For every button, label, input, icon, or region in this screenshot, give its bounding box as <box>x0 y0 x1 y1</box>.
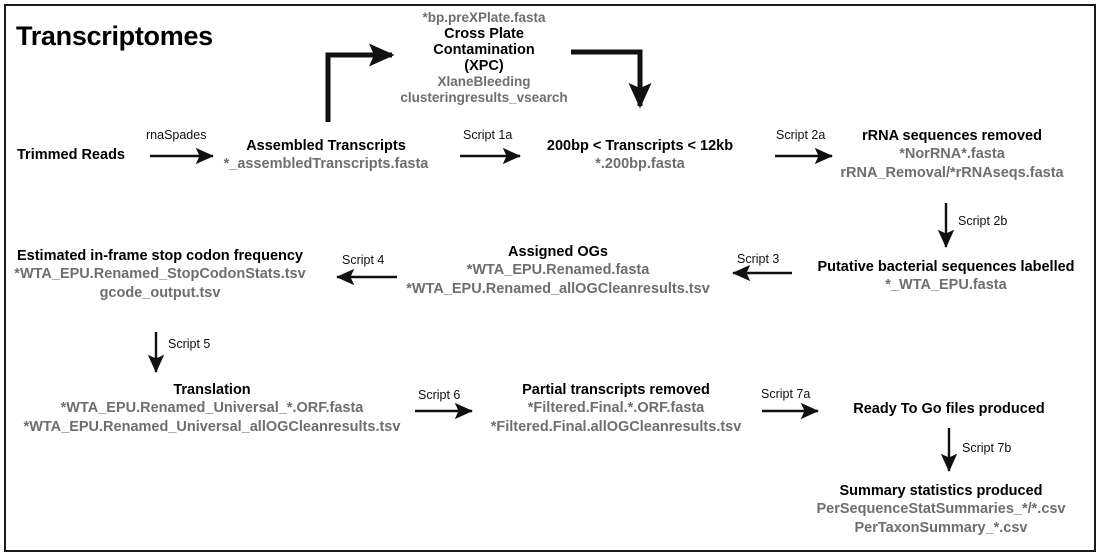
node-file-2: *Filtered.Final.allOGCleanresults.tsv <box>490 419 742 435</box>
node-file-1: *WTA_EPU.Renamed.fasta <box>466 262 650 278</box>
node-file-2: *WTA_EPU.Renamed_Universal_allOGCleanres… <box>23 419 401 435</box>
node-file-1: *WTA_EPU.Renamed_Universal_*.ORF.fasta <box>60 400 364 416</box>
edge-label-script7b: Script 7b <box>962 441 1012 455</box>
node-title-line-2: Contamination <box>433 42 535 58</box>
node-ready-to-go: Ready To Go files produced <box>853 401 1044 418</box>
node-title: Summary statistics produced <box>839 483 1043 499</box>
node-file-2: clusteringresults_vsearch <box>400 90 568 105</box>
node-assigned-ogs: Assigned OGs *WTA_EPU.Renamed.fasta *WTA… <box>406 244 710 299</box>
node-file-2: PerTaxonSummary_*.csv <box>854 520 1028 536</box>
node-file-2: *WTA_EPU.Renamed_allOGCleanresults.tsv <box>406 281 710 297</box>
edge-label-script2b: Script 2b <box>958 214 1008 228</box>
node-title: Putative bacterial sequences labelled <box>817 259 1075 275</box>
node-rrna-removed: rRNA sequences removed *NorRNA*.fasta rR… <box>840 128 1063 183</box>
page-title: Transcriptomes <box>16 21 213 51</box>
node-summary-statistics: Summary statistics produced PerSequenceS… <box>816 483 1065 538</box>
node-transcript-length-filter: 200bp < Transcripts < 12kb *.200bp.fasta <box>547 138 733 174</box>
node-file-1: PerSequenceStatSummaries_*/*.csv <box>816 501 1066 517</box>
node-title-line-3: (XPC) <box>464 58 504 74</box>
node-title: Assigned OGs <box>508 244 608 260</box>
edge-label-script5: Script 5 <box>168 337 211 351</box>
node-file-1: *Filtered.Final.*.ORF.fasta <box>527 400 705 416</box>
node-title: Trimmed Reads <box>17 147 125 163</box>
node-file-2: rRNA_Removal/*rRNAseqs.fasta <box>840 165 1064 181</box>
node-cross-plate-contamination: *bp.preXPlate.fasta Cross Plate Contamin… <box>400 10 567 106</box>
node-file: *_WTA_EPU.fasta <box>885 277 1007 293</box>
node-title: Estimated in-frame stop codon frequency <box>16 248 304 264</box>
edge-label-script2a: Script 2a <box>776 128 826 142</box>
node-file-1: *WTA_EPU.Renamed_StopCodonStats.tsv <box>14 266 306 282</box>
edge-label-script6: Script 6 <box>418 388 461 402</box>
node-translation: Translation *WTA_EPU.Renamed_Universal_*… <box>24 382 401 437</box>
node-stop-codon-frequency: Estimated in-frame stop codon frequency … <box>14 248 305 303</box>
node-file: *.200bp.fasta <box>595 156 685 172</box>
node-title: 200bp < Transcripts < 12kb <box>546 138 734 154</box>
node-file-2: gcode_output.tsv <box>99 285 221 301</box>
node-file-1: *NorRNA*.fasta <box>899 146 1005 162</box>
edge-label-script7a: Script 7a <box>761 387 811 401</box>
node-partial-transcripts-removed: Partial transcripts removed *Filtered.Fi… <box>491 382 742 437</box>
node-title: Partial transcripts removed <box>522 382 710 398</box>
node-title: Ready To Go files produced <box>853 401 1045 417</box>
node-trimmed-reads: Trimmed Reads <box>17 147 125 164</box>
arrow-from-xpc <box>571 49 652 109</box>
node-title: rRNA sequences removed <box>862 128 1042 144</box>
node-file-1: XlaneBleeding <box>437 74 531 89</box>
edge-label-script3: Script 3 <box>737 252 780 266</box>
edge-label-script1a: Script 1a <box>463 128 513 142</box>
node-title: Translation <box>173 382 251 398</box>
node-title: Assembled Transcripts <box>246 138 406 154</box>
node-assembled-transcripts: Assembled Transcripts *_assembledTranscr… <box>224 138 429 174</box>
node-title-line-1: Cross Plate <box>444 26 524 42</box>
edge-label-rnaspades: rnaSpades <box>146 128 207 142</box>
node-file-top: *bp.preXPlate.fasta <box>422 10 546 25</box>
node-bacterial-labelled: Putative bacterial sequences labelled *_… <box>817 259 1074 295</box>
edge-label-script4: Script 4 <box>342 253 385 267</box>
node-file: *_assembledTranscripts.fasta <box>223 156 429 172</box>
arrow-to-xpc <box>325 43 395 122</box>
